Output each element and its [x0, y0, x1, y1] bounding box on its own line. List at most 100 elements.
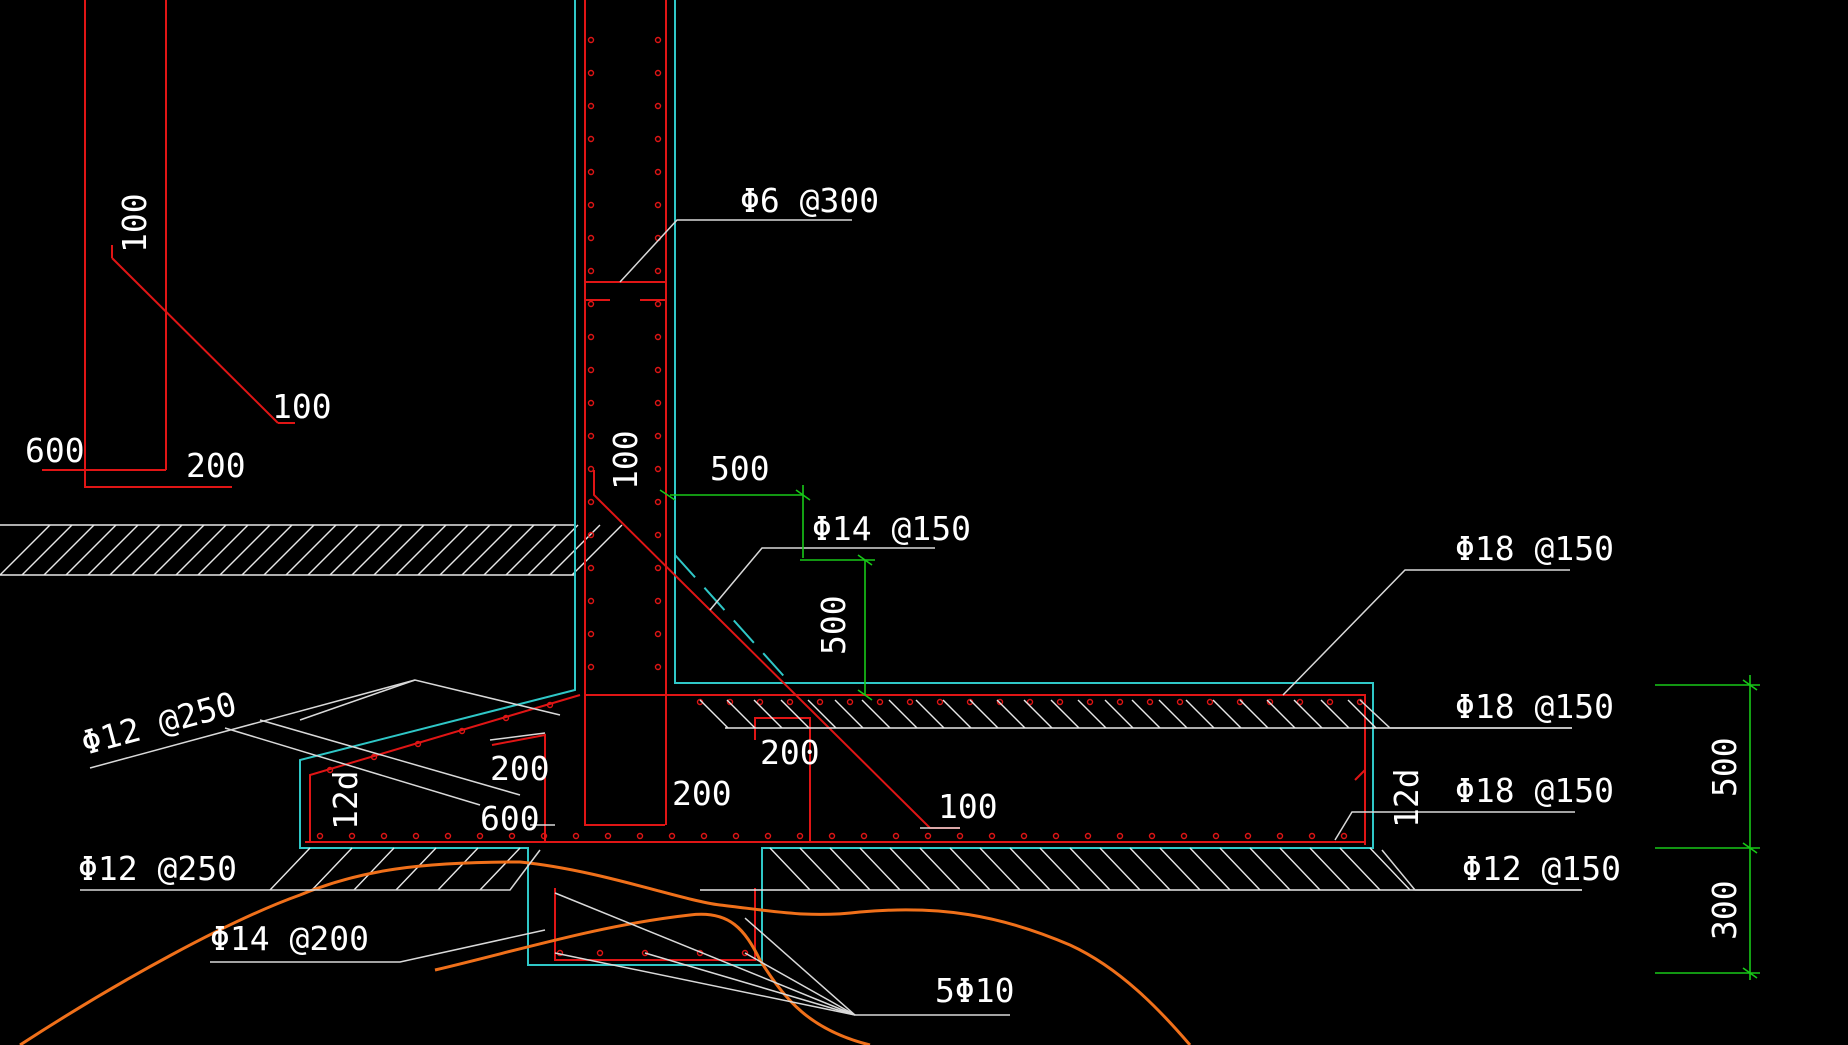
- hatch-stroke: [311, 847, 353, 891]
- slab-top-bar: [585, 694, 1366, 845]
- hatch-stroke: [329, 524, 381, 576]
- label-200-b: 200: [672, 774, 732, 813]
- leader-top-stirrup: [619, 219, 852, 283]
- leader-pit: [210, 929, 546, 963]
- left-ext-top-bar: [309, 694, 581, 842]
- leader-slab-2: [1359, 699, 1572, 729]
- hatch-stroke: [799, 847, 841, 891]
- label-left-ext-top: Φ12 @250: [77, 684, 241, 763]
- hatch-stroke: [1039, 847, 1081, 891]
- rebar-dot: [1206, 698, 1214, 706]
- leader-slab-3: [1334, 811, 1575, 841]
- hatch-stroke: [373, 524, 425, 576]
- slab-rebar-dots: [316, 698, 1364, 957]
- label-haunch-bar: Φ14 @150: [812, 509, 971, 548]
- rebar-dot: [587, 267, 595, 275]
- rebar-dot: [596, 949, 604, 957]
- label-left-12d: 12d: [326, 770, 365, 830]
- rebar-dot: [587, 432, 595, 440]
- rebar-dot: [654, 564, 662, 572]
- rebar-dot: [726, 698, 734, 706]
- hatch-stroke: [1158, 699, 1188, 729]
- rebar-dot: [414, 740, 422, 748]
- rebar-dot: [540, 832, 548, 840]
- pit-bar-right: [754, 717, 811, 842]
- hatch-stroke: [43, 524, 95, 576]
- hatch-stroke: [0, 524, 51, 576]
- rebar-dot: [668, 832, 676, 840]
- hatch-stroke: [461, 524, 513, 576]
- left-100-vertical-label: 100: [115, 193, 154, 253]
- rebar-dot: [654, 432, 662, 440]
- hatch-stroke: [1189, 847, 1231, 891]
- hatch-stroke: [780, 699, 810, 729]
- rebar-dot: [587, 399, 595, 407]
- rebar-dot: [654, 531, 662, 539]
- hatch-stroke: [1279, 847, 1321, 891]
- rebar-dot: [1212, 832, 1220, 840]
- rebar-dot: [654, 135, 662, 143]
- label-200-c: 200: [760, 733, 820, 772]
- rebar-dot: [1086, 698, 1094, 706]
- hatch-stroke: [1347, 699, 1377, 729]
- rebar-dot: [502, 714, 510, 722]
- rebar-dot: [587, 168, 595, 176]
- label-bottom-slab-outer: Φ12 @150: [1462, 849, 1621, 888]
- hatch-stroke: [834, 699, 864, 729]
- hatch-stroke: [1131, 699, 1161, 729]
- hatch-stroke: [153, 524, 205, 576]
- hatch-stroke: [1369, 847, 1411, 891]
- hatch-stroke: [769, 847, 811, 891]
- rebar-dot: [587, 663, 595, 671]
- rebar-dot: [654, 663, 662, 671]
- rebar-dot: [756, 698, 764, 706]
- hatch-stroke: [439, 524, 491, 576]
- left-ext-fan: [299, 679, 561, 721]
- label-dim-500-v: 500: [814, 595, 853, 655]
- hatch-stroke: [942, 699, 972, 729]
- pit-bottom-bar: [554, 888, 756, 961]
- hatch-stroke: [479, 847, 521, 891]
- hatch-stroke: [395, 524, 447, 576]
- leader-lines: [80, 219, 1582, 1016]
- rebar-dot: [1052, 832, 1060, 840]
- left-bar-diagonal: [111, 257, 279, 424]
- left-600-label: 600: [25, 431, 85, 470]
- rebar-dot: [587, 630, 595, 638]
- wall-left-face: [299, 0, 1374, 966]
- rebar-dot: [587, 69, 595, 77]
- hatch-stroke: [307, 524, 359, 576]
- rebar-dot: [654, 267, 662, 275]
- label-thk-300: 300: [1705, 880, 1744, 940]
- hatch-stroke: [889, 847, 931, 891]
- rebar-dot: [876, 698, 884, 706]
- hatch-stroke: [1219, 847, 1261, 891]
- rebar-dot: [700, 832, 708, 840]
- hatch-stroke: [241, 524, 293, 576]
- ground-hatch: [0, 524, 623, 576]
- hatch-stroke: [1099, 847, 1141, 891]
- leader-left-ext-bottom: [80, 849, 541, 891]
- rebar-dot: [654, 102, 662, 110]
- rebar-dot: [508, 832, 516, 840]
- hatch-stroke: [1023, 699, 1053, 729]
- hatch-stroke: [505, 524, 557, 576]
- hatch-stroke: [829, 847, 871, 891]
- hatch-stroke: [353, 847, 395, 891]
- hatch-stroke: [861, 699, 891, 729]
- hatch-stroke: [109, 524, 161, 576]
- left-bent-bar-detail: 100 100 600 200: [25, 0, 332, 488]
- ground-line: [0, 524, 623, 576]
- label-200-a: 200: [490, 749, 550, 788]
- left-extension-hatch: [269, 847, 521, 891]
- leader-slab-4: [1381, 849, 1582, 891]
- rebar-dot: [476, 832, 484, 840]
- hatch-stroke: [351, 524, 403, 576]
- rebar-dot: [636, 832, 644, 840]
- rebar-dot: [1326, 698, 1334, 706]
- rebar-dot: [572, 832, 580, 840]
- base-slab-rebar: [305, 694, 1366, 961]
- hatch-stroke: [65, 524, 117, 576]
- leader-left-ext: [89, 679, 416, 769]
- rebar-dot: [936, 698, 944, 706]
